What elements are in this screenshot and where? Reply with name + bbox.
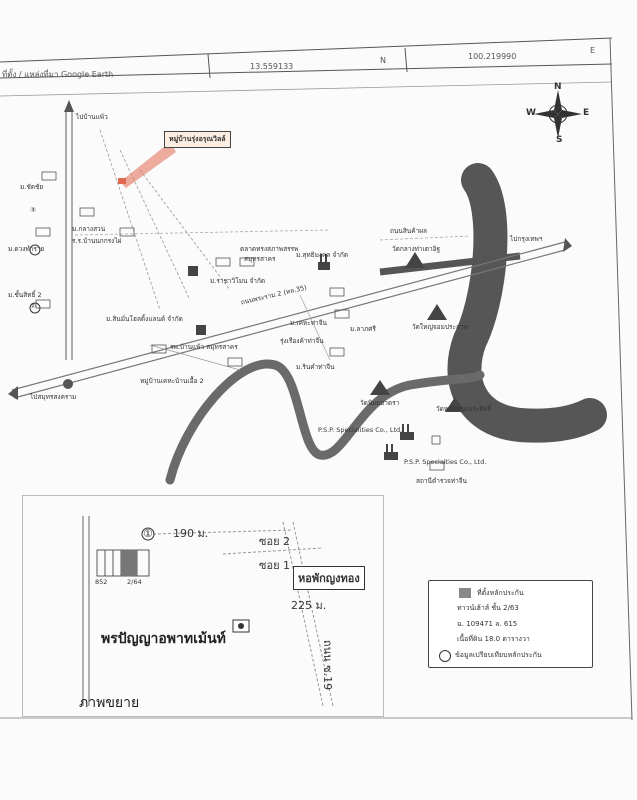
label-ratchasomboon: ม.ราชาวิโมน จำกัด: [210, 277, 266, 285]
compass-w: W: [526, 108, 536, 118]
label-school-krongsin: ร.ร.บ้านนกกรงไผ่: [72, 237, 122, 245]
inset-hall: หอพักญงทอง: [293, 566, 365, 590]
inset-soi2: ซอย 2: [259, 535, 291, 548]
label-rin: ม.รินคำท่าจีน: [296, 363, 335, 371]
label-hospital: รพ.บ้านแพ้ว สมุทรสาคร: [170, 343, 238, 351]
river: [447, 163, 607, 443]
label-temple4: วัดหลักสามประสิทธิ์: [436, 405, 492, 413]
compass-icon: [534, 90, 582, 138]
inset-plot1: 852: [95, 578, 108, 586]
legend-compare-circle: [439, 650, 451, 662]
label-right-road: ถนนสินค้าผล: [390, 227, 428, 235]
label-chuksith: ม.ชั้นสิทธิ์ 2: [8, 291, 42, 299]
to-bangkok-label: ไปกรุงเทพฯ: [510, 235, 543, 243]
inset-condo: พรปัญญาอพาทเม้นท์: [101, 631, 226, 647]
label-market-sub: สมุทรสาคร: [244, 255, 276, 263]
compass-s: S: [556, 135, 563, 145]
label-temple1: วัดกลางท่าเตาอิฐ: [392, 245, 441, 253]
dot-3: ③: [30, 206, 36, 214]
label-factory1: P.S.P. Specialities Co., Ltd.: [318, 426, 403, 434]
to-samut-label: ไปสมุทรสงคราม: [30, 393, 77, 401]
label-keha: ม.เคหะท่าจีน: [290, 319, 327, 327]
longitude-value: 100.219990: [468, 52, 517, 61]
label-temple3: วัดนิยมยาตรา: [360, 399, 400, 407]
canal: [165, 359, 485, 485]
inset-map: 190 ม. ซอย 2 ซอย 1 225 ม. หอพักญงทอง พรป…: [22, 495, 384, 717]
latitude-value: 13.559133: [250, 62, 294, 71]
label-prasit: ม.ลาภศรี: [350, 325, 376, 333]
to-north-label: ไปบ้านแพ้ว: [76, 113, 108, 121]
label-roon-ruang: รุ่งเรืองค้าท่าจีน: [280, 337, 324, 345]
label-temple2: วัดใหญ่จอมประสาท: [412, 323, 468, 331]
label-moo-phong: ม.สุทธิมงคล จำกัด: [296, 251, 349, 259]
legend-collateral-swatch: [459, 588, 471, 598]
inset-circle-1: ①: [143, 527, 153, 540]
inset-title: ภาพขยาย: [79, 695, 140, 711]
longitude-dir: E: [590, 46, 596, 55]
legend-row3: ฉ. 109471 ล. 615: [457, 620, 518, 628]
label-market: ตลาดทรงสภาพสรรพ: [240, 245, 299, 253]
label-village2: หมู่บ้านเคหะบ้านเอื้อ 2: [140, 377, 204, 385]
legend-row4: เนื้อที่ดิน 18.0 ตารางวา: [457, 635, 530, 643]
label-police: สถานีตำรวจท่าจีน: [416, 477, 468, 485]
label-coop-left: ม.สินมั่นโฮลดิ้งแลนด์ จำกัด: [106, 315, 183, 323]
source-label: ที่ตั้ง / แหล่งที่มา Google Earth: [2, 70, 114, 79]
legend-row1: ที่ตั้งหลักประกัน: [477, 589, 524, 597]
compass-n: N: [554, 82, 562, 92]
label-chatchai: ม.ชัดชัย: [20, 183, 44, 191]
inset-plot2: 2/64: [127, 578, 142, 586]
village-tag: หมู่บ้านรุ่งอรุณวิลล์: [164, 131, 231, 148]
inset-soi1: ซอย 1: [259, 559, 291, 572]
main-map: [8, 100, 607, 485]
inset-dist1: 190 ม.: [173, 527, 209, 540]
latitude-dir: N: [380, 56, 386, 65]
label-klang: ม.กลางสวน: [72, 225, 106, 233]
label-daungtha: ม.ดวงทำราย: [8, 245, 45, 253]
inset-road: ถนน ซ.19: [321, 639, 335, 691]
label-factory2: P.S.P. Specialties Co., Ltd.: [404, 458, 487, 466]
inset-dist2: 225 ม.: [291, 599, 327, 612]
legend-row2: ทาวน์เฮ้าส์ ชั้น 2/63: [457, 604, 519, 612]
compass-e: E: [583, 108, 590, 118]
highway: [11, 241, 566, 391]
legend-row5: ข้อมูลเปรียบเทียบหลักประกัน: [455, 651, 542, 659]
inset-drawing: [82, 516, 334, 707]
legend-box: ที่ตั้งหลักประกัน ทาวน์เฮ้าส์ ชั้น 2/63 …: [428, 580, 593, 668]
dot-2: ②: [30, 302, 36, 310]
